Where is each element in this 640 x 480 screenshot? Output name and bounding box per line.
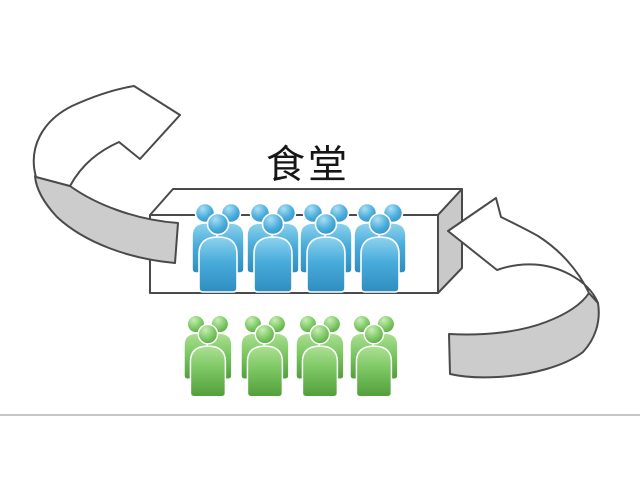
- people-group-blue-4: [354, 204, 406, 293]
- diagram-title: 食堂: [265, 143, 350, 188]
- people-group-green-4: [350, 315, 398, 396]
- people-outside-box: [184, 315, 398, 396]
- rotate-out-curved-arrow: [32, 85, 181, 264]
- people-group-blue-1: [192, 204, 244, 293]
- people-group-green-1: [184, 315, 232, 396]
- people-group-green-2: [241, 315, 289, 396]
- rotate-in-arrow-ribbon: [448, 292, 600, 379]
- people-group-blue-2: [247, 204, 299, 293]
- rotate-in-curved-arrow: [447, 197, 600, 379]
- people-group-green-3: [296, 315, 344, 396]
- rotate-in-arrow-head: [447, 197, 599, 304]
- rotate-out-arrow-ribbon: [34, 175, 179, 264]
- rotate-out-arrow-head: [32, 85, 181, 187]
- people-group-blue-3: [300, 204, 352, 293]
